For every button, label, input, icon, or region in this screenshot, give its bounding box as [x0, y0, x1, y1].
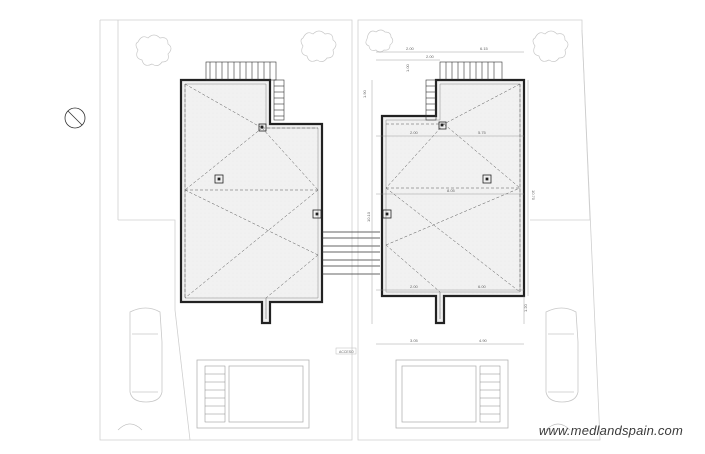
- dim-side-small: 1.00: [405, 63, 410, 72]
- right-pool: [395, 359, 509, 429]
- right-house-roof: [380, 61, 526, 325]
- dim-lower-right: 6.00: [478, 284, 487, 289]
- watermark-text: www.medlandspain.com: [538, 423, 683, 438]
- plot-boundaries: [99, 19, 601, 441]
- north-arrow-icon: [64, 107, 86, 129]
- dim-bottom-side: 1.20: [523, 303, 528, 312]
- dim-center: 8.05: [447, 188, 456, 193]
- dim-top-inner: 2.00: [426, 54, 435, 59]
- dim-lower-left: 2.00: [410, 284, 419, 289]
- left-car-icon: [129, 307, 163, 403]
- right-stairs: [425, 61, 503, 121]
- gate-marker: ACCESO: [335, 347, 357, 355]
- left-pool: [196, 359, 310, 429]
- dim-left-vertical: 10.10: [366, 211, 371, 222]
- tree-icons: [135, 29, 569, 66]
- dimension-lines: [371, 51, 529, 345]
- left-house-roof: [179, 61, 324, 325]
- dim-bottom-right: 4.90: [479, 338, 488, 343]
- dim-top-right: 6.15: [480, 46, 489, 51]
- dim-mid-right: 5.75: [478, 130, 487, 135]
- dim-right-total: 10.70: [531, 190, 536, 201]
- dim-side-upper: 1.90: [362, 89, 367, 98]
- dim-top-left: 2.00: [406, 46, 415, 51]
- bridge-walkway: [322, 231, 380, 275]
- left-stairs: [205, 61, 285, 121]
- gate-label: ACCESO: [339, 350, 354, 354]
- dim-bottom-left: 3.05: [410, 338, 419, 343]
- dimension-labels: 2.00 6.15 2.00 1.00 1.90 2.00 5.75 8.05 …: [362, 46, 536, 343]
- dim-mid-left: 2.00: [410, 130, 419, 135]
- right-car-icon: [545, 307, 579, 403]
- bottom-gates: [117, 423, 571, 431]
